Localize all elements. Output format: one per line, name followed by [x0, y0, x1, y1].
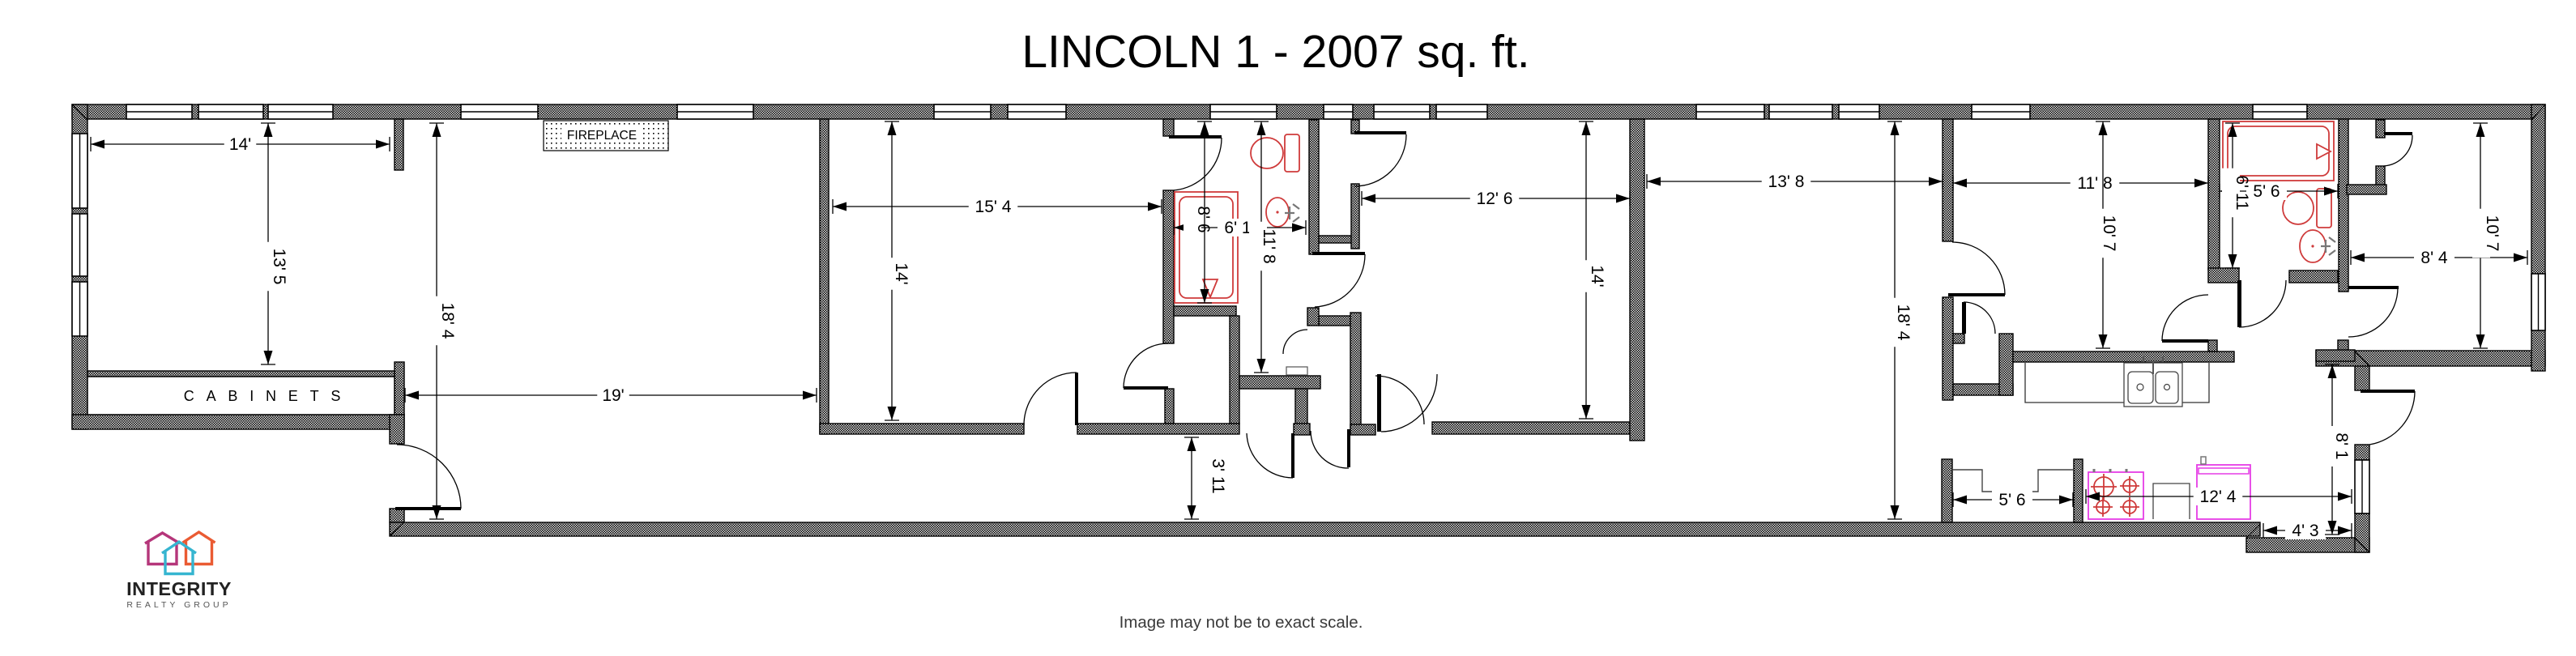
- svg-text:6' 11: 6' 11: [2233, 175, 2251, 210]
- svg-text:11' 8: 11' 8: [2077, 174, 2112, 193]
- svg-text:8' 1: 8' 1: [2332, 432, 2351, 459]
- svg-text:14': 14': [229, 135, 251, 154]
- svg-text:11' 8: 11' 8: [1260, 228, 1278, 263]
- svg-text:8' 6: 8' 6: [1194, 206, 1213, 232]
- svg-text:14': 14': [1588, 265, 1606, 287]
- svg-text:13' 8: 13' 8: [1768, 173, 1805, 191]
- svg-text:18' 4: 18' 4: [438, 303, 457, 339]
- svg-text:13' 5: 13' 5: [270, 249, 288, 285]
- svg-text:18' 4: 18' 4: [1894, 305, 1913, 341]
- svg-text:6' 1: 6' 1: [1224, 219, 1251, 237]
- svg-text:12' 4: 12' 4: [2200, 488, 2237, 506]
- svg-text:FIREPLACE: FIREPLACE: [567, 129, 637, 143]
- svg-text:12' 6: 12' 6: [1477, 190, 1513, 208]
- svg-text:15' 4: 15' 4: [975, 198, 1012, 216]
- svg-text:10' 7: 10' 7: [2100, 215, 2118, 252]
- svg-text:5' 6: 5' 6: [1998, 491, 2025, 509]
- svg-text:5' 6: 5' 6: [2253, 182, 2280, 201]
- svg-text:8' 4: 8' 4: [2420, 249, 2448, 267]
- svg-text:3' 11: 3' 11: [1209, 458, 1227, 493]
- svg-text:LINCOLN 1 - 2007 sq. ft.: LINCOLN 1 - 2007 sq. ft.: [1021, 26, 1529, 78]
- svg-text:14': 14': [892, 262, 911, 284]
- svg-text:10' 7: 10' 7: [2483, 215, 2501, 252]
- svg-text:19': 19': [602, 386, 624, 405]
- svg-text:CABINETS: CABINETS: [184, 388, 352, 404]
- svg-text:Image may not be to exact scal: Image may not be to exact scale.: [1120, 613, 1363, 632]
- svg-text:REALTY GROUP: REALTY GROUP: [126, 600, 231, 610]
- svg-text:INTEGRITY: INTEGRITY: [126, 578, 232, 599]
- svg-text:4' 3: 4' 3: [2292, 522, 2318, 540]
